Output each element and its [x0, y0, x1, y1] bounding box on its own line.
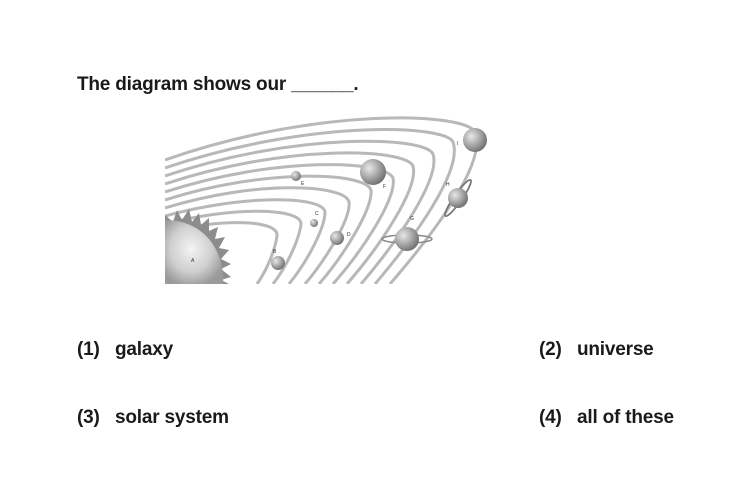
orbit-path: [165, 174, 373, 284]
planet-b: [271, 256, 285, 270]
orbit-path: [165, 151, 416, 284]
label-c: C: [315, 211, 319, 217]
label-a: A: [191, 258, 195, 264]
label-g: G: [410, 216, 414, 222]
option-number: (4): [539, 407, 562, 428]
orbit-path: [165, 198, 327, 284]
orbit-path: [165, 116, 479, 284]
label-h: H: [446, 182, 450, 188]
orbit-path: [165, 209, 303, 284]
planet-d: [330, 231, 344, 245]
option-number: (2): [539, 339, 562, 360]
option-text: solar system: [115, 407, 229, 428]
sun: [165, 209, 231, 284]
option-text: universe: [577, 339, 654, 360]
option-text: galaxy: [115, 339, 173, 360]
option-3[interactable]: (3) solar system: [77, 407, 229, 429]
option-1[interactable]: (1) galaxy: [77, 339, 173, 361]
question-text: The diagram shows our ______.: [77, 74, 359, 95]
planet-e: [291, 171, 301, 181]
solar-system-diagram: A B C D E F G H I: [165, 112, 500, 290]
orbit-path: [165, 163, 395, 284]
orbit-path: [165, 128, 456, 284]
option-number: (3): [77, 407, 100, 428]
planet-f: [360, 159, 386, 185]
planet-c: [310, 219, 318, 227]
label-e: E: [301, 181, 305, 187]
solar-system-illustration: A B C D E F G H I: [165, 116, 487, 284]
orbit-path: [165, 186, 351, 284]
option-text: all of these: [577, 407, 674, 428]
label-d: D: [347, 232, 351, 238]
planet-g: [381, 227, 433, 251]
option-number: (1): [77, 339, 100, 360]
label-i: I: [457, 141, 458, 147]
label-f: F: [383, 184, 386, 190]
planet-i: [463, 128, 487, 152]
option-4[interactable]: (4) all of these: [539, 407, 674, 429]
option-2[interactable]: (2) universe: [539, 339, 654, 361]
label-b: B: [273, 249, 277, 255]
planet-h: [444, 178, 472, 218]
